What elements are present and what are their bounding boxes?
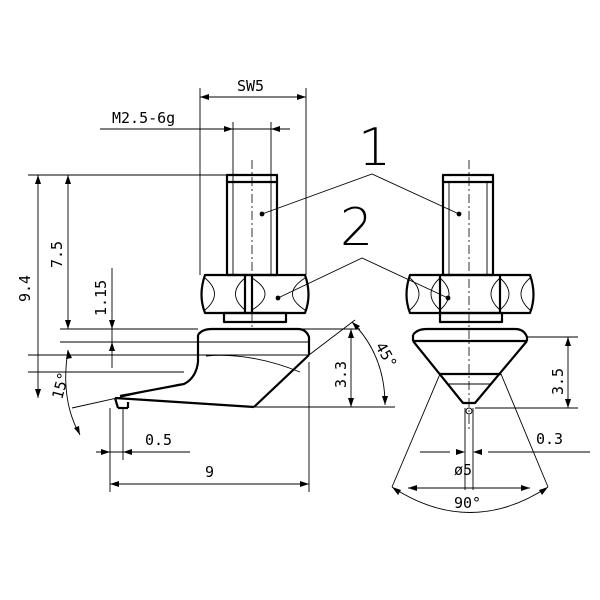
right-cone xyxy=(411,327,529,415)
right-view xyxy=(405,160,535,430)
right-hex-nut xyxy=(405,273,535,315)
part-label-2: 2 xyxy=(340,198,373,258)
part-label-1: 1 xyxy=(358,118,391,178)
dim-tip-angle: 15° xyxy=(48,370,72,401)
dim-diameter: ø5 xyxy=(454,461,472,479)
right-stud xyxy=(441,173,495,277)
dimensions: SW5 M2.5-6g 9.4 7.5 1.15 15° xyxy=(16,77,590,513)
dim-chamfer-angle: 45° xyxy=(372,339,401,371)
left-hex-nut xyxy=(200,273,310,315)
part-labels: 1 2 xyxy=(261,118,460,299)
dim-thread: M2.5-6g xyxy=(112,109,175,127)
dim-length: 9 xyxy=(205,463,214,481)
dim-stud-height: 7.5 xyxy=(48,241,66,268)
dim-tip-height-left: 3.3 xyxy=(332,361,350,388)
dim-total-height: 9.4 xyxy=(16,275,34,302)
dim-tip-radius: 0.3 xyxy=(536,430,563,448)
dim-nut-height: 1.15 xyxy=(92,280,110,316)
left-view xyxy=(113,160,311,410)
left-body xyxy=(113,327,311,410)
dim-offset: 0.5 xyxy=(145,431,172,449)
dim-sw: SW5 xyxy=(237,77,264,95)
dim-cone-height: 3.5 xyxy=(549,368,567,395)
dim-cone-angle: 90° xyxy=(454,494,481,512)
